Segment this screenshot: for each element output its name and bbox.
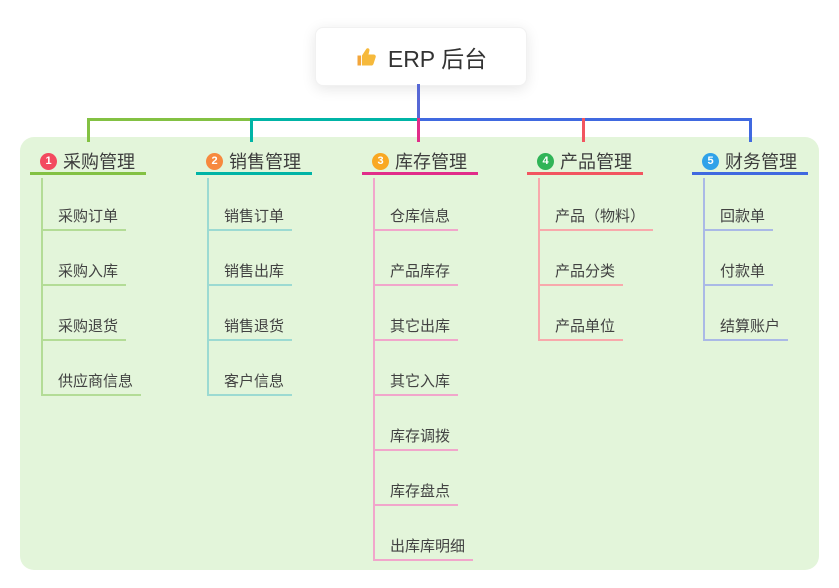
- branch-drop-line: [87, 118, 90, 142]
- child-node[interactable]: 产品单位: [538, 317, 624, 341]
- branch-number-badge: 2: [206, 152, 223, 170]
- thumbs-up-icon: [355, 45, 379, 69]
- branch-label: 财务管理: [725, 152, 797, 172]
- branch-label: 销售管理: [229, 152, 301, 172]
- branch-drop-line: [417, 118, 420, 142]
- branch-number-badge: 5: [702, 152, 719, 170]
- child-node[interactable]: 销售出库: [207, 262, 293, 286]
- branch-node-1[interactable]: 1 采购管理: [30, 150, 146, 175]
- child-node[interactable]: 客户信息: [207, 372, 293, 396]
- child-connector-line: [373, 178, 375, 561]
- child-node[interactable]: 产品分类: [538, 262, 624, 286]
- branches-panel: [20, 137, 819, 570]
- trunk-segment: [88, 118, 251, 121]
- child-node[interactable]: 出库库明细: [373, 537, 474, 561]
- child-node[interactable]: 销售退货: [207, 317, 293, 341]
- branch-node-5[interactable]: 5 财务管理: [692, 150, 808, 175]
- branch-node-4[interactable]: 4 产品管理: [527, 150, 643, 175]
- branch-label: 库存管理: [395, 152, 467, 172]
- root-node[interactable]: ERP 后台: [315, 27, 527, 86]
- child-connector-line: [538, 178, 540, 341]
- child-node[interactable]: 产品（物料）: [538, 207, 654, 231]
- branch-node-3[interactable]: 3 库存管理: [362, 150, 478, 175]
- branch-label: 产品管理: [560, 152, 632, 172]
- branch-drop-line: [250, 118, 253, 142]
- branch-drop-line: [582, 118, 585, 142]
- branch-label: 采购管理: [63, 152, 135, 172]
- branch-node-2[interactable]: 2 销售管理: [196, 150, 312, 175]
- root-connector-line: [417, 84, 420, 121]
- child-node[interactable]: 采购退货: [41, 317, 127, 341]
- child-node[interactable]: 仓库信息: [373, 207, 459, 231]
- child-node[interactable]: 库存盘点: [373, 482, 459, 506]
- child-node[interactable]: 结算账户: [703, 317, 789, 341]
- child-node[interactable]: 库存调拨: [373, 427, 459, 451]
- root-label: ERP 后台: [387, 45, 488, 72]
- child-connector-line: [703, 178, 705, 341]
- child-node[interactable]: 其它出库: [373, 317, 459, 341]
- branch-drop-line: [749, 118, 752, 142]
- child-node[interactable]: 采购订单: [41, 207, 127, 231]
- child-node[interactable]: 供应商信息: [41, 372, 142, 396]
- branch-number-badge: 1: [40, 152, 57, 170]
- child-node[interactable]: 回款单: [703, 207, 774, 231]
- child-connector-line: [207, 178, 209, 396]
- child-node[interactable]: 产品库存: [373, 262, 459, 286]
- branch-number-badge: 3: [372, 152, 389, 170]
- trunk-segment: [251, 118, 418, 121]
- child-node[interactable]: 付款单: [703, 262, 774, 286]
- child-node[interactable]: 其它入库: [373, 372, 459, 396]
- branch-number-badge: 4: [537, 152, 554, 170]
- child-node[interactable]: 销售订单: [207, 207, 293, 231]
- child-node[interactable]: 采购入库: [41, 262, 127, 286]
- child-connector-line: [41, 178, 43, 396]
